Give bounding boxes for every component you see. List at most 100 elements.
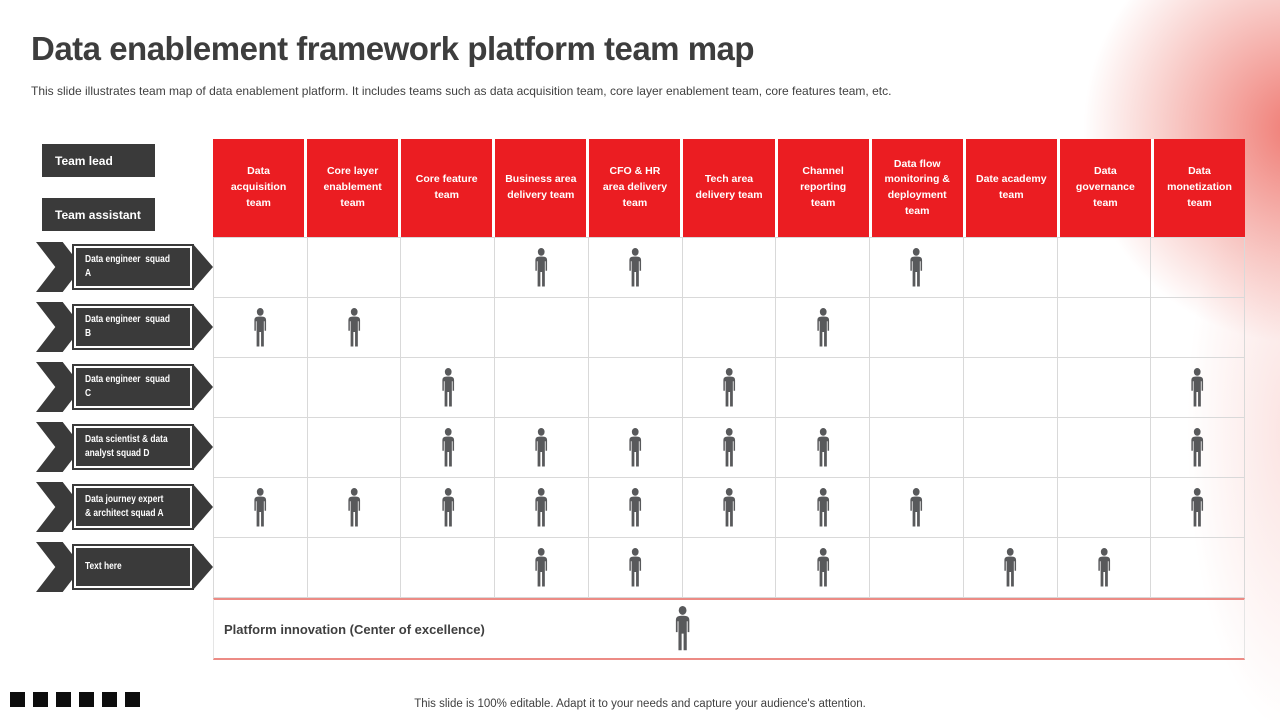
legend-team-assistant: Team assistant bbox=[42, 198, 155, 231]
decor-square bbox=[56, 692, 71, 707]
matrix-cell bbox=[1151, 478, 1246, 537]
matrix-cell bbox=[683, 298, 777, 357]
column-header: Data flow monitoring & deployment team bbox=[871, 139, 966, 237]
matrix-cell bbox=[495, 358, 589, 417]
row-label-text: Data engineer squad B bbox=[85, 313, 173, 339]
person-icon bbox=[910, 247, 923, 286]
column-header: Date academy team bbox=[965, 139, 1060, 237]
matrix-cell bbox=[308, 538, 402, 597]
matrix-cell bbox=[683, 478, 777, 537]
matrix-cell bbox=[589, 478, 683, 537]
matrix-cell bbox=[683, 538, 777, 597]
person-icon bbox=[629, 547, 642, 586]
table-body bbox=[213, 237, 1246, 598]
person-icon bbox=[254, 487, 267, 526]
matrix-cell bbox=[870, 238, 964, 297]
column-header: Core feature team bbox=[401, 139, 496, 237]
matrix-cell bbox=[870, 418, 964, 477]
page-title: Data enablement framework platform team … bbox=[31, 30, 755, 67]
arrow-tip bbox=[193, 484, 213, 530]
row-label-text: Text here bbox=[85, 560, 122, 573]
matrix-cell bbox=[401, 358, 496, 417]
matrix-cell bbox=[1151, 418, 1246, 477]
matrix-cell bbox=[964, 358, 1058, 417]
row-label-box: Text here bbox=[72, 544, 194, 590]
matrix-cell bbox=[308, 478, 402, 537]
person-icon bbox=[441, 487, 454, 526]
matrix-cell bbox=[1151, 538, 1246, 597]
platform-person-slot bbox=[672, 606, 693, 652]
table-row bbox=[213, 538, 1246, 598]
person-icon bbox=[816, 547, 829, 586]
column-header: Channel reporting team bbox=[777, 139, 872, 237]
row-label-text: Data scientist & data analyst squad D bbox=[85, 433, 170, 459]
matrix-cell bbox=[1151, 298, 1246, 357]
matrix-cell bbox=[776, 358, 871, 417]
matrix-cell bbox=[1151, 358, 1246, 417]
matrix-cell bbox=[213, 358, 308, 417]
row-label-arrow: Data engineer squad C bbox=[36, 357, 214, 417]
footer-squares-decoration bbox=[10, 692, 140, 707]
matrix-cell bbox=[964, 238, 1058, 297]
legend-team-lead: Team lead bbox=[42, 144, 155, 177]
matrix-cell bbox=[495, 298, 589, 357]
matrix-cell bbox=[589, 538, 683, 597]
matrix-cell bbox=[401, 298, 496, 357]
person-icon bbox=[629, 487, 642, 526]
matrix-cell bbox=[401, 238, 496, 297]
row-label-box: Data engineer squad A bbox=[72, 244, 194, 290]
column-header: Data acquisition team bbox=[213, 139, 308, 237]
table-row bbox=[213, 238, 1246, 298]
matrix-cell bbox=[776, 538, 871, 597]
matrix-cell bbox=[213, 538, 308, 597]
matrix-cell bbox=[776, 418, 871, 477]
table-row bbox=[213, 358, 1246, 418]
person-icon bbox=[723, 367, 735, 406]
matrix-cell bbox=[1058, 238, 1152, 297]
row-label-box: Data scientist & data analyst squad D bbox=[72, 424, 194, 470]
matrix-cell bbox=[308, 298, 402, 357]
matrix-cell bbox=[308, 358, 402, 417]
person-icon bbox=[535, 487, 548, 526]
person-icon bbox=[441, 427, 454, 466]
person-icon bbox=[1191, 427, 1204, 466]
matrix-cell bbox=[308, 238, 402, 297]
column-header: CFO & HR area delivery team bbox=[589, 139, 684, 237]
matrix-cell bbox=[495, 238, 589, 297]
matrix-cell bbox=[964, 478, 1058, 537]
decor-square bbox=[102, 692, 117, 707]
person-icon bbox=[535, 247, 548, 286]
arrow-tip bbox=[193, 244, 213, 290]
person-icon bbox=[816, 307, 829, 346]
person-icon bbox=[676, 606, 690, 651]
person-icon bbox=[816, 427, 829, 466]
table-row bbox=[213, 478, 1246, 538]
matrix-cell bbox=[401, 478, 496, 537]
row-label-text: Data journey expert & architect squad A bbox=[85, 493, 166, 519]
person-icon bbox=[723, 427, 735, 466]
person-icon bbox=[1004, 547, 1017, 586]
matrix-cell bbox=[213, 298, 308, 357]
person-icon bbox=[816, 487, 829, 526]
matrix-cell bbox=[870, 358, 964, 417]
matrix-cell bbox=[213, 238, 308, 297]
row-label-arrow: Data engineer squad B bbox=[36, 297, 214, 357]
row-label-box: Data journey expert & architect squad A bbox=[72, 484, 194, 530]
decor-square bbox=[125, 692, 140, 707]
person-icon bbox=[254, 307, 267, 346]
row-label-arrow: Data scientist & data analyst squad D bbox=[36, 417, 214, 477]
person-icon bbox=[1098, 547, 1110, 586]
person-icon bbox=[910, 487, 923, 526]
matrix-cell bbox=[870, 298, 964, 357]
row-label-arrow: Data engineer squad A bbox=[36, 237, 214, 297]
arrow-tip bbox=[193, 424, 213, 470]
row-label-arrow: Text here bbox=[36, 537, 214, 597]
platform-innovation-row: Platform innovation (Center of excellenc… bbox=[213, 598, 1245, 660]
matrix-cell bbox=[495, 418, 589, 477]
column-header: Business area delivery team bbox=[495, 139, 590, 237]
table-row bbox=[213, 298, 1246, 358]
arrow-tip bbox=[193, 364, 213, 410]
arrow-tip bbox=[193, 304, 213, 350]
